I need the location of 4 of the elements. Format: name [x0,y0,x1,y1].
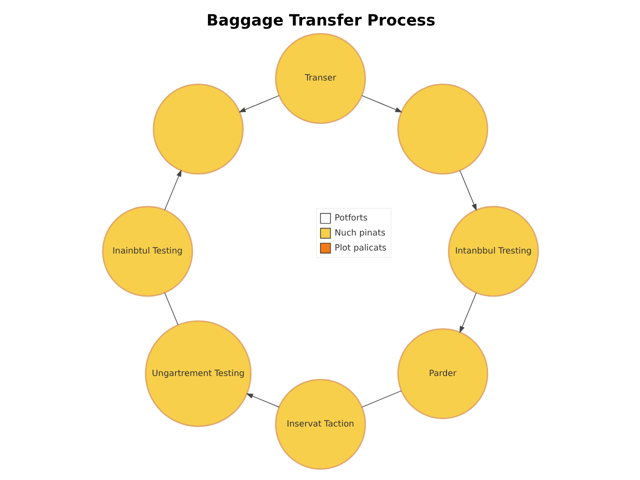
legend-label: Plot palicats [334,243,386,254]
legend-label: Nuch pinats [334,228,385,238]
diagram-title: Baggage Transfer Process [206,12,435,30]
legend-label: Potforts [334,214,368,224]
